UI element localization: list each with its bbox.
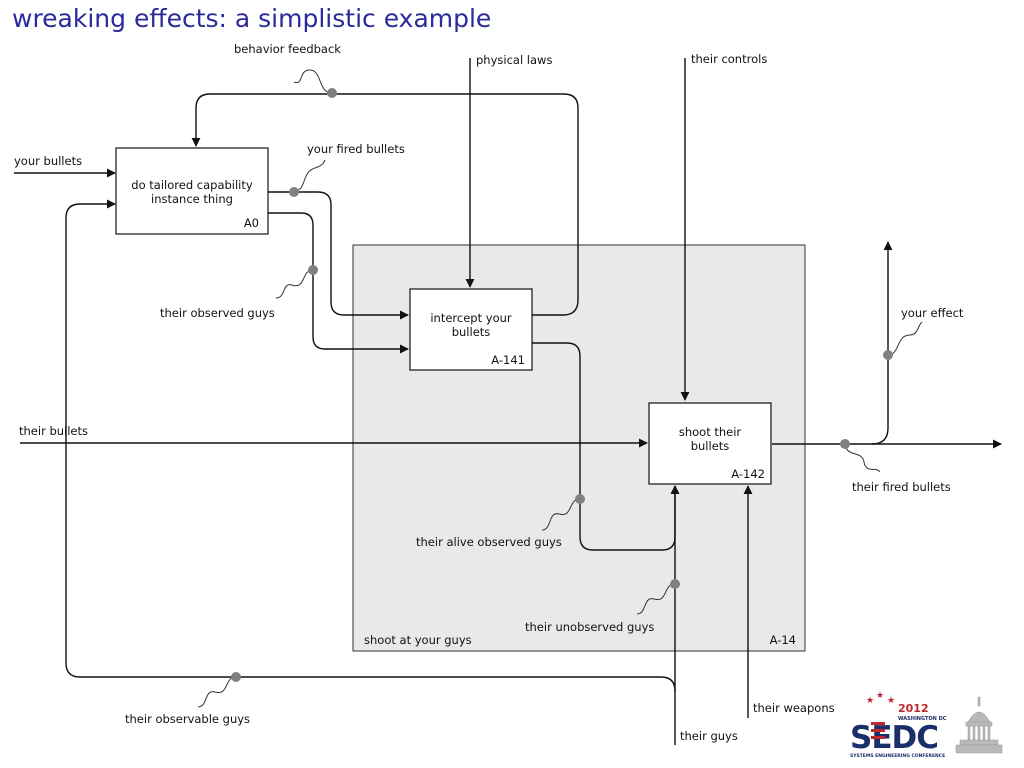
sedc-logo: ★ ★ ★ 2012 WASHINGTON DC SEDC SYSTEMS EN… <box>850 691 1003 759</box>
box-a141-code: A-141 <box>491 353 525 367</box>
logo-letters: SEDC <box>850 720 938 756</box>
box-a141-label-line2: bullets <box>452 325 491 339</box>
label-their-observable-guys: their observable guys <box>125 712 250 726</box>
dot-their-observed-guys <box>308 265 318 275</box>
logo-city: WASHINGTON DC <box>898 716 947 722</box>
dot-your-fired-bullets <box>289 187 299 197</box>
label-their-observed-guys: their observed guys <box>160 306 275 320</box>
connection-dots <box>231 88 893 682</box>
box-a14-code: A-14 <box>770 633 796 647</box>
box-a141-label-line1: intercept your <box>430 311 512 325</box>
box-a142: shoot their bullets A-142 <box>648 402 772 485</box>
arrow-behavior-feedback <box>191 93 579 316</box>
label-your-fired-bullets: your fired bullets <box>307 142 405 156</box>
logo-stars: ★ ★ ★ <box>866 691 895 706</box>
label-their-bullets: their bullets <box>19 424 88 438</box>
label-behavior-feedback: behavior feedback <box>234 42 341 56</box>
box-a142-code: A-142 <box>731 467 765 481</box>
label-your-bullets: your bullets <box>14 154 82 168</box>
dot-your-effect <box>883 350 893 360</box>
dot-behavior-feedback <box>327 88 337 98</box>
dot-their-fired-bullets <box>840 439 850 449</box>
box-a0: do tailored capability instance thing A0 <box>115 147 269 235</box>
box-a14-label: shoot at your guys <box>364 633 472 647</box>
label-their-controls: their controls <box>691 52 767 66</box>
arrow-labels: behavior feedback physical laws their co… <box>14 42 964 743</box>
capitol-dome-icon <box>955 696 1003 754</box>
svg-text:★: ★ <box>866 696 874 706</box>
label-leaders <box>197 69 923 708</box>
box-a0-code: A0 <box>244 216 259 230</box>
label-your-effect: your effect <box>901 306 964 320</box>
label-their-weapons: their weapons <box>753 701 835 715</box>
label-their-guys: their guys <box>680 729 738 743</box>
arrow-your-fired-bullets <box>268 191 409 320</box>
arrow-their-observed-guys <box>268 212 409 354</box>
arrow-your-effect <box>871 241 893 445</box>
dot-their-unobserved-guys <box>670 579 680 589</box>
logo-flag-stripes <box>871 722 885 739</box>
dot-their-observable-guys <box>231 672 241 682</box>
arrow-their-observable-guys <box>65 199 676 692</box>
svg-text:★: ★ <box>876 691 884 701</box>
dot-their-alive-observed-guys <box>575 494 585 504</box>
label-their-unobserved-guys: their unobserved guys <box>525 620 654 634</box>
box-a142-label-line1: shoot their <box>679 425 742 439</box>
box-a0-label-line2: instance thing <box>151 192 233 206</box>
arrow-their-alive-observed-guys <box>532 342 680 551</box>
label-physical-laws: physical laws <box>476 53 552 67</box>
slide-title: wreaking effects: a simplistic example <box>12 4 492 33</box>
label-their-alive-observed-guys: their alive observed guys <box>416 535 562 549</box>
label-their-fired-bullets: their fired bullets <box>852 480 951 494</box>
box-a141: intercept your bullets A-141 <box>409 288 533 371</box>
box-a142-label-line2: bullets <box>691 439 730 453</box>
svg-text:★: ★ <box>887 696 895 706</box>
logo-year: 2012 <box>898 702 929 715</box>
box-a0-label-line1: do tailored capability <box>131 178 253 192</box>
logo-tagline: SYSTEMS ENGINEERING CONFERENCE <box>850 753 945 759</box>
